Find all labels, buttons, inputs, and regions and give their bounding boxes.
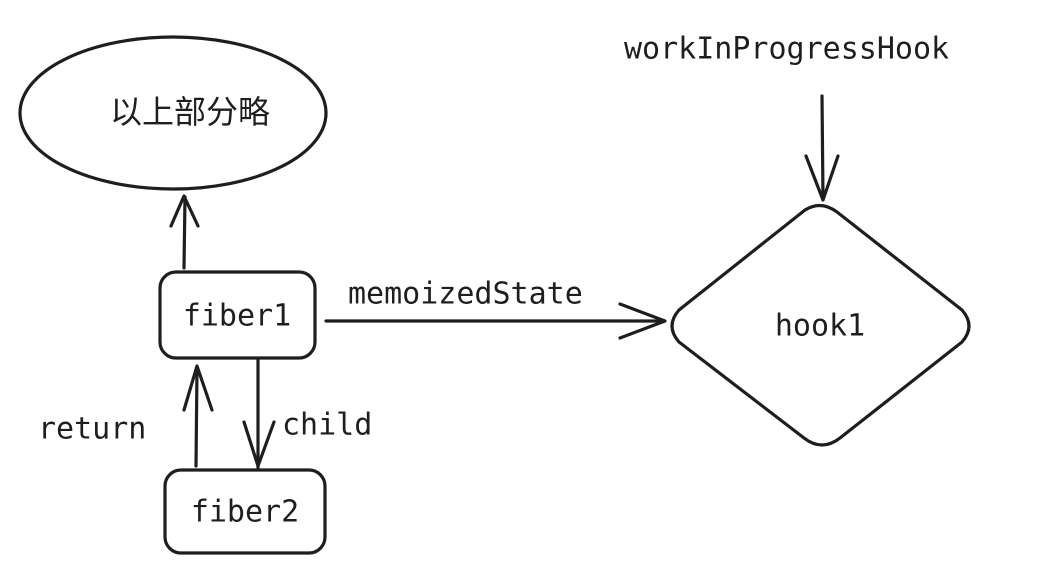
return-edge-label: return — [38, 412, 146, 447]
fiber2-label: fiber2 — [191, 495, 299, 530]
fiber1-node[interactable]: fiber1 — [158, 270, 317, 360]
arrow-work-in-progress-hook — [804, 94, 840, 202]
child-edge-label: child — [282, 408, 372, 443]
arrow-fiber1-to-omitted — [169, 194, 200, 270]
omitted-node-label: 以上部分略 — [110, 93, 270, 131]
arrow-memoized-state — [324, 302, 667, 340]
fiber2-node[interactable]: fiber2 — [163, 468, 327, 555]
hook1-node[interactable]: hook1 — [670, 203, 971, 447]
arrow-child — [242, 358, 276, 470]
hook1-label: hook1 — [775, 309, 865, 344]
arrow-return — [182, 364, 214, 468]
fiber1-label: fiber1 — [183, 299, 291, 334]
omitted-ellipse-node[interactable]: 以上部分略 — [18, 35, 328, 191]
memoized-state-edge-label: memoizedState — [348, 277, 583, 312]
work-in-progress-hook-label: workInProgressHook — [624, 32, 949, 67]
